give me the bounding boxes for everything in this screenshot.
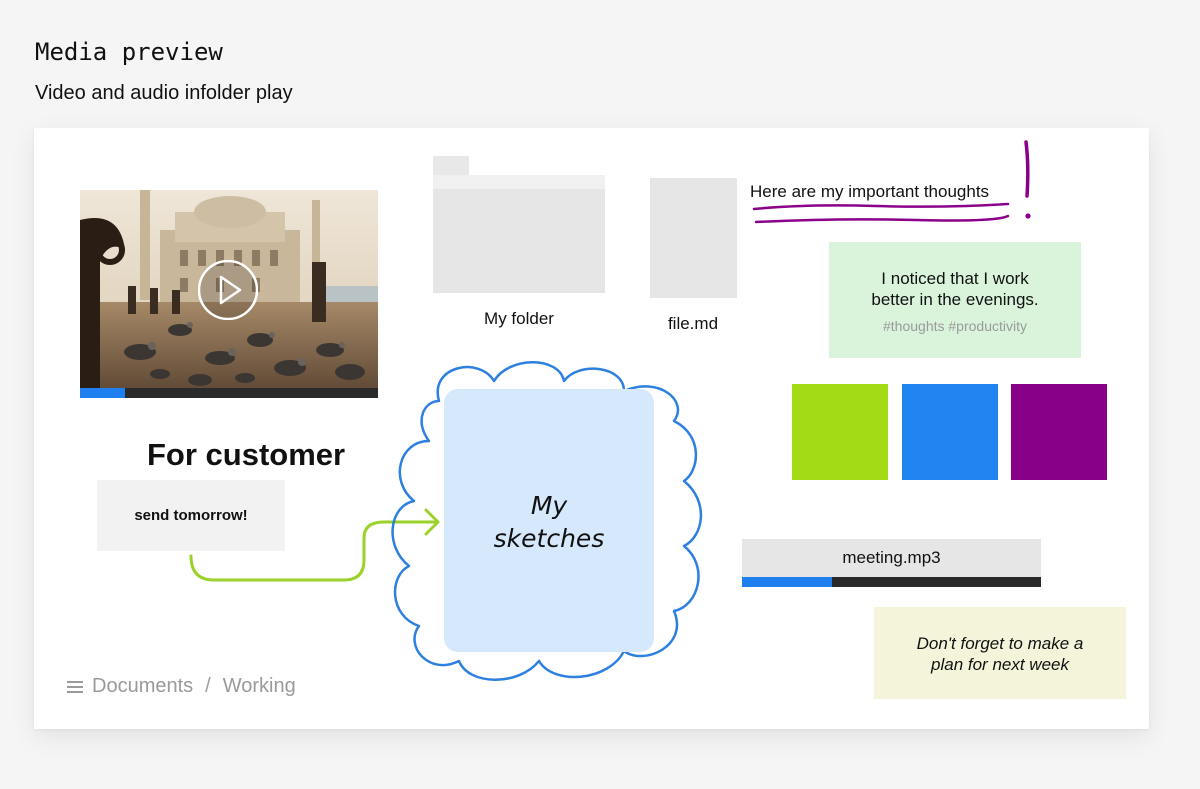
audio-player[interactable]: meeting.mp3 (742, 539, 1041, 577)
color-swatch-purple[interactable] (1011, 384, 1107, 480)
breadcrumb-item-documents[interactable]: Documents (92, 675, 194, 697)
sketches-title: My sketches (444, 489, 654, 555)
folder-icon-back (433, 175, 605, 189)
thoughts-underline-drawing[interactable] (746, 136, 1066, 226)
breadcrumb-separator: / (205, 675, 211, 697)
file-icon (650, 178, 737, 298)
note-yellow-line-1: Don't forget to make a (916, 634, 1084, 653)
folder-icon-body (433, 189, 605, 293)
connector-arrow[interactable] (184, 504, 444, 584)
page-title: Media preview (35, 38, 223, 66)
customer-heading[interactable]: For customer (147, 437, 346, 472)
send-tomorrow-note[interactable]: send tomorrow! (97, 480, 285, 551)
sticky-note-green[interactable]: I noticed that I work better in the even… (829, 242, 1081, 358)
audio-progress-fill (742, 577, 832, 587)
play-button[interactable] (197, 259, 259, 321)
video-scene-image (80, 190, 378, 398)
sketches-title-line-1: My (530, 491, 568, 520)
note-green-line-1: I noticed that I work (881, 269, 1029, 288)
play-icon (197, 259, 259, 321)
video-progress-bar[interactable] (80, 388, 378, 398)
video-progress-fill (80, 388, 125, 398)
audio-filename: meeting.mp3 (842, 548, 941, 567)
folder-icon (433, 156, 469, 176)
file-label: file.md (667, 314, 719, 333)
folder-label: My folder (484, 309, 554, 328)
breadcrumb-item-working[interactable]: Working (222, 675, 296, 697)
note-tags[interactable]: #thoughts #productivity (883, 318, 1027, 334)
thoughts-text[interactable]: Here are my important thoughts (750, 182, 990, 201)
whiteboard-canvas[interactable]: My folder file.md Here are my important … (34, 128, 1149, 729)
breadcrumb: Documents / Working (67, 675, 296, 698)
sticky-note-yellow[interactable]: Don't forget to make a plan for next wee… (874, 607, 1126, 699)
color-swatch-green[interactable] (792, 384, 888, 480)
sketches-title-line-2: sketches (493, 524, 605, 553)
page-subtitle: Video and audio infolder play (35, 82, 293, 104)
note-green-text: I noticed that I work better in the even… (829, 268, 1081, 310)
cloud-scribble-drawing[interactable] (384, 356, 714, 686)
sketches-board[interactable]: My sketches (444, 389, 654, 652)
color-swatch-blue[interactable] (902, 384, 998, 480)
note-yellow-line-2: plan for next week (931, 655, 1069, 674)
send-tomorrow-text: send tomorrow! (134, 507, 248, 524)
note-green-line-2: better in the evenings. (871, 290, 1039, 309)
audio-progress-bar[interactable] (742, 577, 1041, 587)
menu-icon[interactable] (67, 680, 83, 694)
note-yellow-text: Don't forget to make a plan for next wee… (874, 633, 1126, 675)
video-thumbnail[interactable] (80, 190, 378, 398)
